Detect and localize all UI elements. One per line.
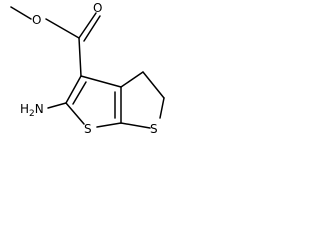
carbonyl-oxygen-label: O — [93, 1, 102, 15]
sulfur-label-ring-a: S — [84, 122, 92, 136]
ester-oxygen-label: O — [32, 13, 41, 27]
bond-c2-s1 — [65, 102, 85, 125]
bond-s1-c6a — [96, 122, 122, 128]
bond-c3-c3a — [80, 75, 122, 88]
molecule-structure-diagram: O O H2N S S — [0, 0, 189, 149]
bond-ester-oxygen-carbonyl-carbon — [45, 18, 80, 39]
bond-s6-c6a — [120, 122, 151, 129]
amine-label: H2N — [20, 102, 44, 119]
bond-c3-c2-inner — [72, 81, 87, 105]
bond-c4-c5 — [142, 71, 165, 99]
bond-carbonyl-double-2 — [83, 15, 101, 42]
bond-c3a-c4 — [120, 71, 144, 88]
bond-c3-c2 — [65, 75, 82, 104]
bond-c5-s6 — [159, 97, 165, 119]
bond-methyl-ester-oxygen — [10, 6, 32, 20]
bond-carbonyl-double-1 — [78, 12, 97, 39]
bond-carbonyl-carbon-ring — [78, 37, 82, 77]
bond-c2-amine — [47, 102, 67, 109]
sulfur-label-ring-b: S — [150, 122, 158, 136]
structure-svg: O O H2N S S — [10, 1, 165, 136]
